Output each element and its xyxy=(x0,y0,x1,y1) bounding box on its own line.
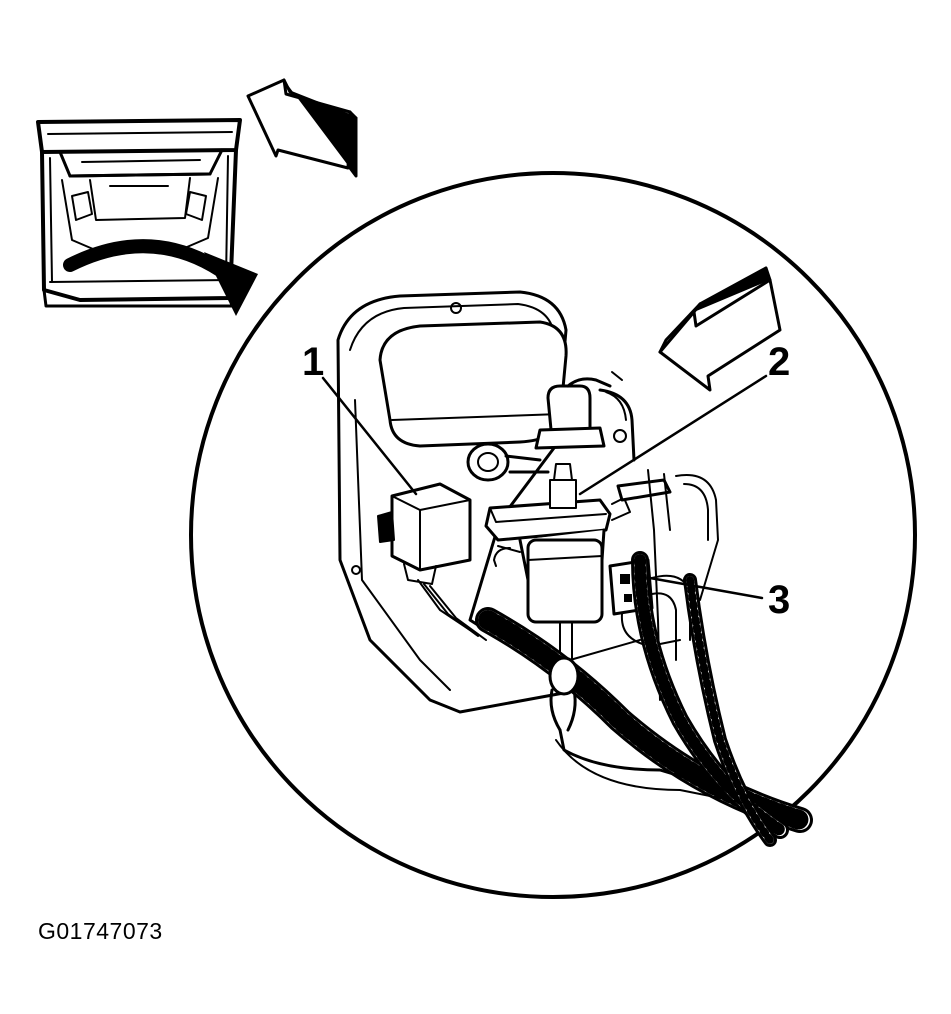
lower-hose-fitting xyxy=(548,639,781,811)
pump-solenoid-component-2 xyxy=(484,463,631,661)
figure-id-label: G01747073 xyxy=(38,918,163,944)
reservoir-housing xyxy=(378,320,568,448)
direction-arrow-right xyxy=(658,266,782,392)
leader-line-2 xyxy=(578,374,768,496)
relay-component-1 xyxy=(377,482,487,641)
magnified-detail-circle xyxy=(189,171,917,899)
callout-leaders xyxy=(321,374,768,600)
callout-number-3: 3 xyxy=(768,578,791,622)
direction-arrow-top xyxy=(246,78,358,178)
vehicle-rear-inset xyxy=(36,118,258,316)
leader-line-3 xyxy=(648,576,764,600)
hose-elbow xyxy=(534,371,636,462)
round-hose-connector xyxy=(466,442,550,482)
leader-line-1 xyxy=(321,376,418,496)
callout-number-1: 1 xyxy=(302,340,325,384)
callout-number-2: 2 xyxy=(768,340,791,384)
